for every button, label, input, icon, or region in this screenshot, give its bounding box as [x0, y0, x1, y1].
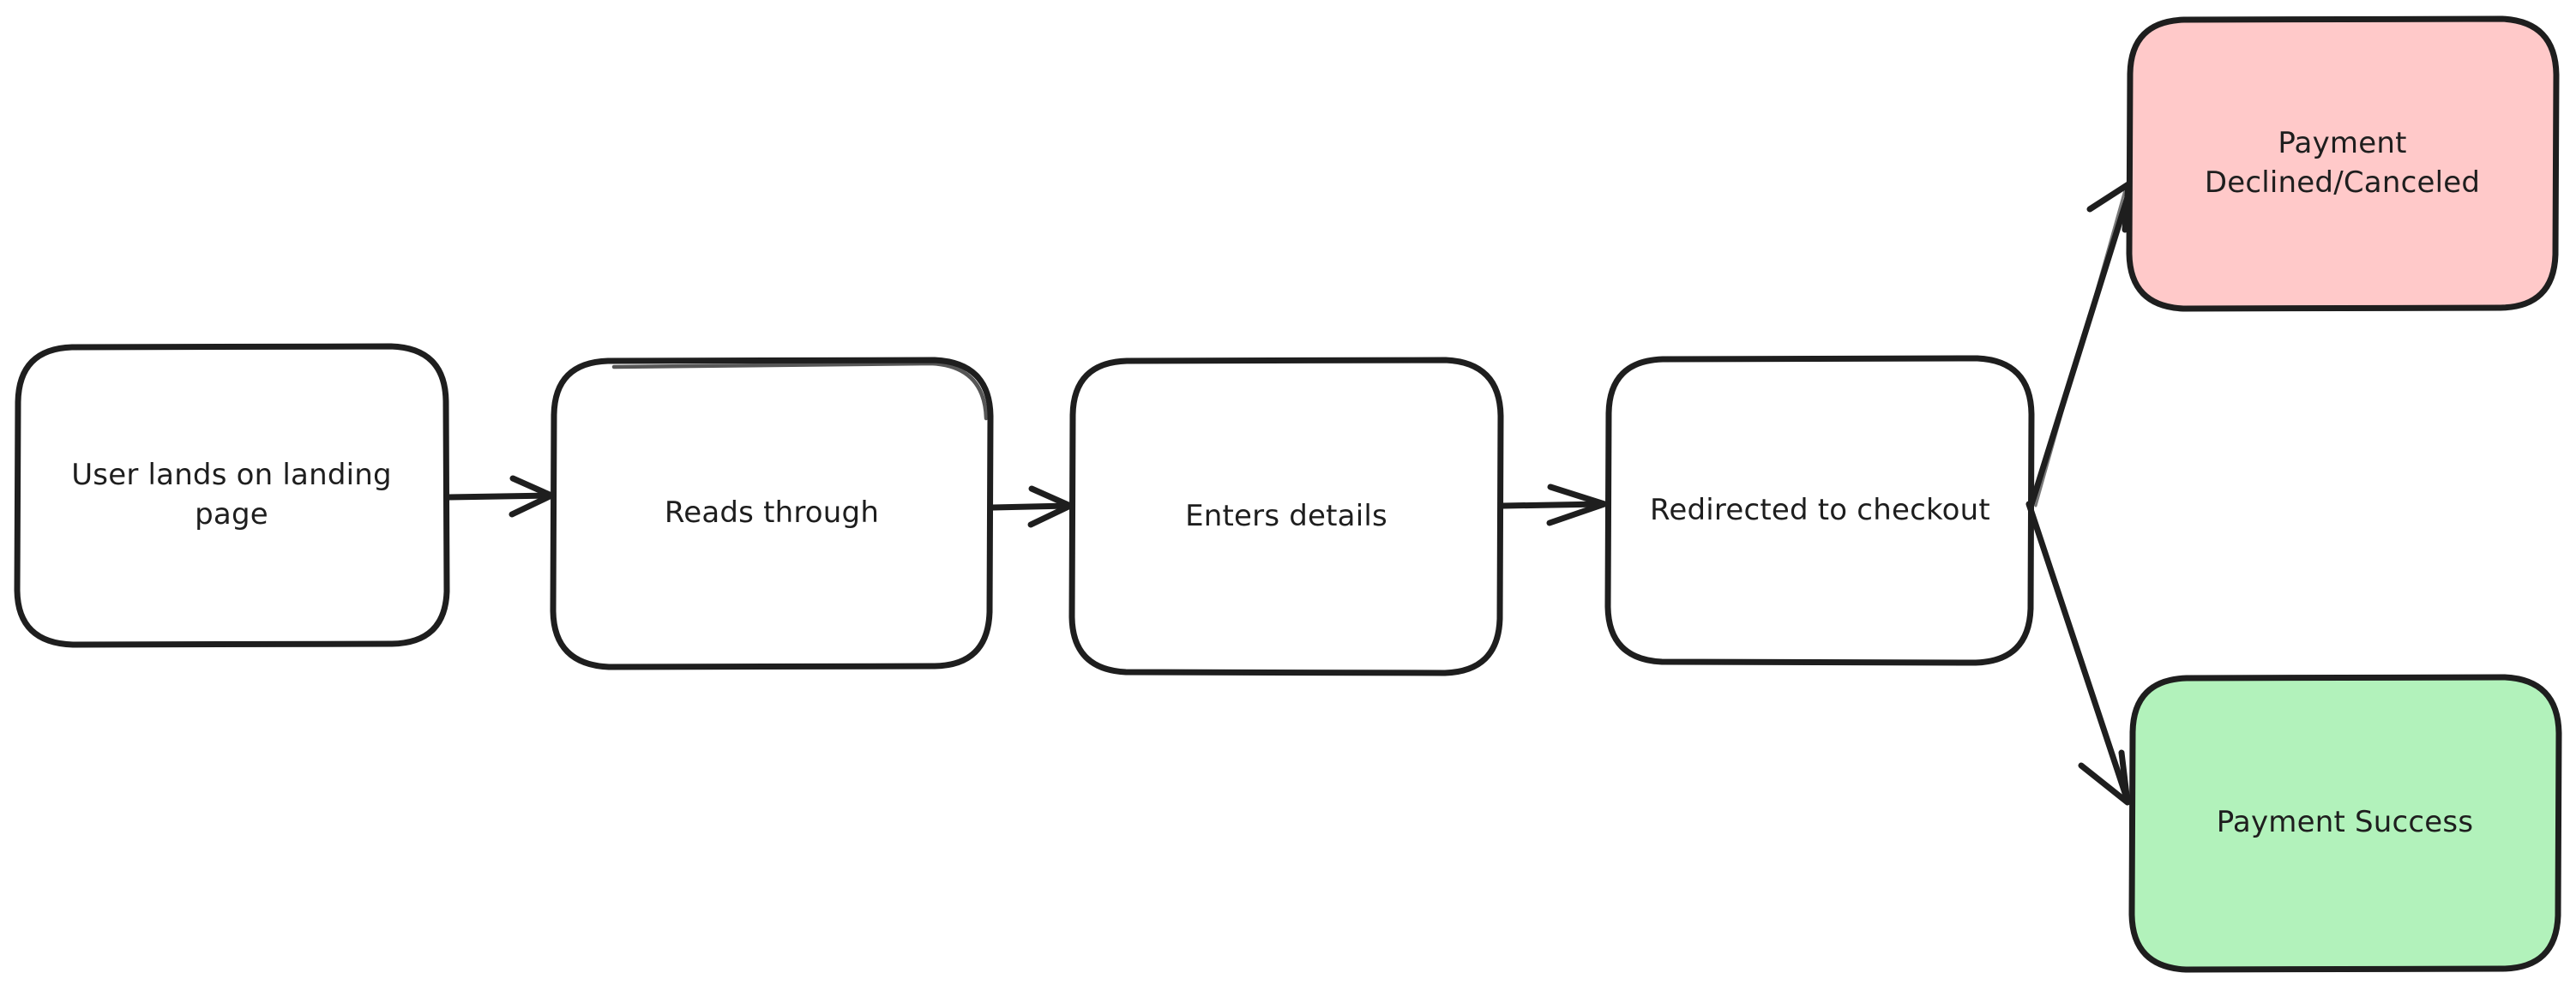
- node-shape-details[interactable]: [1068, 357, 1504, 676]
- edge-checkout-to-success[interactable]: [2025, 501, 2131, 806]
- edge-reads-to-details[interactable]: [990, 485, 1074, 528]
- edge-checkout-to-declined[interactable]: [2027, 181, 2132, 511]
- node-shape-checkout[interactable]: [1604, 355, 2035, 666]
- edge-details-to-checkout[interactable]: [1500, 483, 1608, 526]
- node-shape-landing[interactable]: [14, 343, 450, 648]
- node-shape-declined[interactable]: [2126, 15, 2560, 312]
- node-shape-reads[interactable]: [550, 357, 994, 670]
- node-shape-success[interactable]: [2128, 674, 2562, 973]
- node-shape-reads-sketch: [611, 361, 989, 421]
- edge-landing-to-reads[interactable]: [445, 475, 555, 518]
